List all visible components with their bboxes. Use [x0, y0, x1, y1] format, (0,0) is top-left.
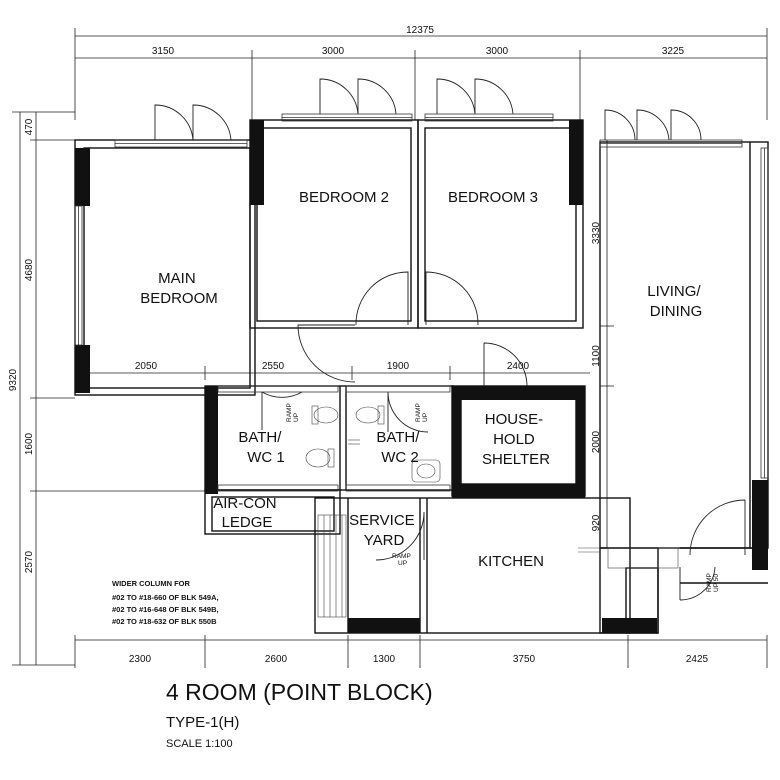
- title-block: 4 ROOM (POINT BLOCK) TYPE-1(H) SCALE 1:1…: [166, 679, 433, 750]
- dimension-lines: [12, 28, 768, 668]
- walls: [74, 119, 769, 634]
- bottom-dim-3: 1300: [373, 654, 396, 665]
- left-dim-2: 4680: [24, 258, 35, 281]
- plan-type: TYPE-1(H): [166, 714, 239, 731]
- bottom-dim-5: 2425: [686, 654, 709, 665]
- windows: [74, 113, 769, 492]
- living-dining-label: LIVING/ DINING: [647, 283, 705, 320]
- aircon-grille: [317, 514, 347, 618]
- bathroom-fixtures: [305, 405, 441, 483]
- structural-columns: [75, 120, 768, 633]
- internal-dim-4: 2400: [507, 361, 530, 372]
- toilet-2a: [355, 406, 381, 424]
- bottom-dim-4: 3750: [513, 654, 536, 665]
- ramp-labels: RAMP UP RAMP UP RAMP UP RAMP UP 50: [286, 402, 720, 592]
- note-line-1: WIDER COLUMN FOR: [112, 579, 190, 588]
- sink-2: [411, 459, 441, 483]
- top-dim-2: 3000: [322, 46, 345, 57]
- top-dim-4: 3225: [662, 46, 685, 57]
- note-line-3: #02 TO #16-648 OF BLK 549B,: [112, 605, 219, 614]
- doors[interactable]: [261, 271, 746, 601]
- left-dim-1: 470: [24, 118, 35, 135]
- kitchen-counter: [578, 547, 679, 569]
- service-yard-label: SERVICE YARD: [349, 512, 419, 549]
- window-swings: [154, 78, 702, 141]
- ramp-service-yard: RAMP UP: [392, 553, 412, 567]
- bath1-label: BATH/ WC 1: [238, 429, 285, 466]
- bath2-label: BATH/ WC 2: [376, 429, 423, 466]
- note-line-4: #02 TO #18-632 OF BLK 550B: [112, 617, 217, 626]
- left-dim-4: 2570: [24, 550, 35, 573]
- overall-width-dim: 12375: [406, 25, 434, 36]
- bottom-dim-2: 2600: [265, 654, 288, 665]
- right-dim-3: 2000: [591, 430, 602, 453]
- column-note: WIDER COLUMN FOR #02 TO #18-660 OF BLK 5…: [112, 579, 219, 626]
- right-dim-2: 1100: [591, 345, 602, 367]
- right-dim-1: 3330: [591, 221, 602, 244]
- top-dim-1: 3150: [152, 46, 175, 57]
- kitchen-label: KITCHEN: [478, 553, 544, 570]
- internal-dim-1: 2050: [135, 361, 158, 372]
- top-dim-3: 3000: [486, 46, 509, 57]
- bottom-dim-1: 2300: [129, 654, 152, 665]
- ramp-bath2: RAMP UP: [415, 402, 429, 422]
- household-shelter-label: HOUSE- HOLD SHELTER: [482, 411, 550, 468]
- ramp-entrance: RAMP UP 50: [706, 572, 720, 592]
- toilet-1b: [305, 448, 331, 468]
- note-line-2: #02 TO #18-660 OF BLK 549A,: [112, 593, 219, 602]
- left-dim-3: 1600: [24, 432, 35, 455]
- internal-dim-2: 2550: [262, 361, 285, 372]
- main-bedroom-label: MAIN BEDROOM: [140, 270, 218, 307]
- left-total-dim: 9320: [8, 368, 19, 391]
- plan-scale: SCALE 1:100: [166, 738, 233, 750]
- aircon-ledge-label: AIR-CON LEDGE: [213, 495, 281, 531]
- plan-title: 4 ROOM (POINT BLOCK): [166, 679, 433, 705]
- internal-dim-3: 1900: [387, 361, 410, 372]
- bedroom3-label: BEDROOM 3: [448, 189, 538, 206]
- ramp-bath1: RAMP UP: [286, 402, 300, 422]
- right-dim-4: 920: [591, 514, 602, 531]
- room-labels: MAIN BEDROOM BEDROOM 2 BEDROOM 3 LIVING/…: [140, 189, 705, 570]
- dimension-labels: 12375 3150 3000 3000 3225 9320 470 4680 …: [8, 25, 709, 665]
- toilet-1a: [313, 406, 339, 424]
- bedroom2-label: BEDROOM 2: [299, 189, 389, 206]
